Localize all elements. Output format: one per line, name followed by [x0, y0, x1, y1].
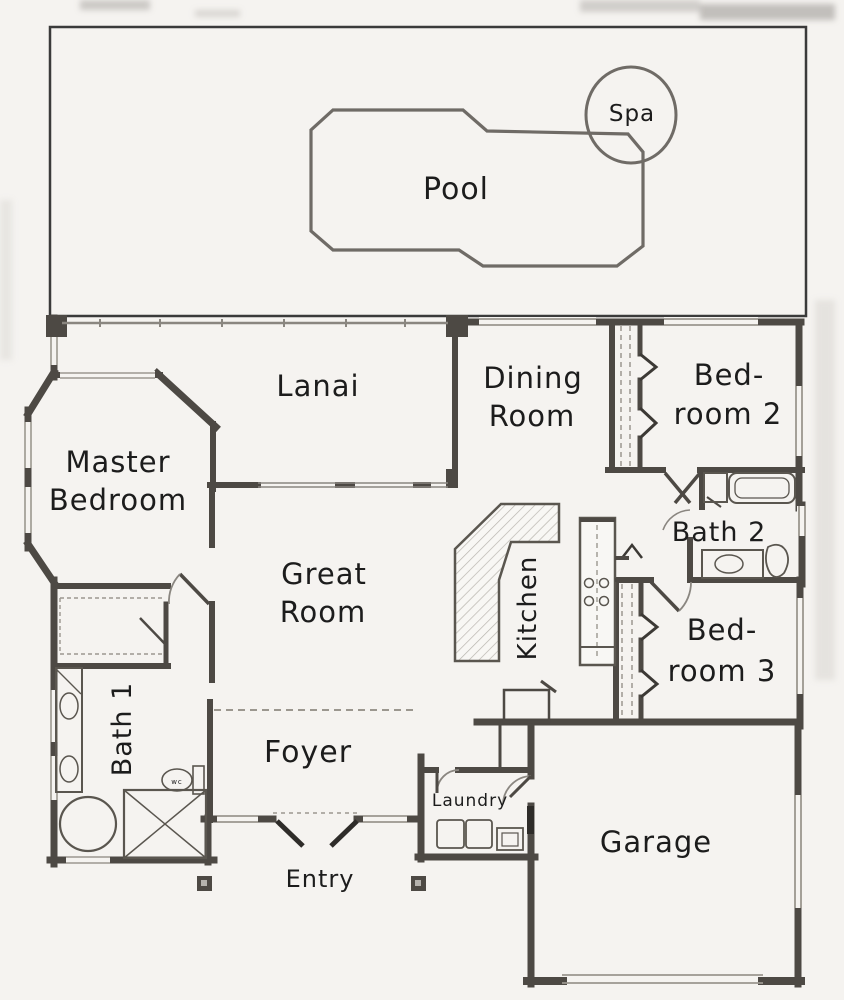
bath1-label: Bath 1: [107, 682, 138, 777]
bedroom3-door-leaf: [649, 580, 681, 613]
window-garage-right: [793, 795, 803, 908]
laundry-label: Laundry: [432, 791, 508, 811]
garage-label: Garage: [600, 825, 712, 859]
doors: [139, 471, 722, 848]
garage-door: [562, 974, 763, 984]
spa-shape: [584, 65, 678, 165]
bath2-fixtures: [701, 472, 796, 579]
window-front-left: [217, 814, 258, 824]
lanai-slider-doors: [258, 482, 448, 488]
kitchen-label: Kitchen: [513, 556, 543, 661]
spa-label: Spa: [609, 101, 655, 127]
paper-smudges: [0, 0, 835, 680]
washer: [436, 819, 465, 849]
bath2-tub: [728, 472, 796, 504]
bath1-vanity: [55, 667, 83, 793]
dryer: [465, 819, 493, 849]
lanai-label: Lanai: [276, 369, 359, 403]
foyer-label: Foyer: [264, 735, 352, 770]
great-room-label-line2: Room: [280, 595, 367, 629]
utility-sink: [496, 827, 524, 851]
bedroom2-label-line1: Bed-: [694, 358, 765, 392]
garage-door-arc: [502, 775, 532, 805]
master-label-line1: Master: [65, 445, 170, 479]
pool-label: Pool: [423, 172, 489, 207]
window-front-right: [363, 814, 407, 824]
bedroom3-label-line2: room 3: [668, 654, 777, 688]
window-bath1-left-2: [49, 756, 59, 800]
master-label-line2: Bedroom: [49, 483, 187, 517]
pantry: [502, 688, 551, 724]
window-bath1-left-1: [49, 690, 59, 742]
entry-door-right: [329, 819, 359, 848]
garage-service-door-leaf: [508, 774, 533, 799]
bedroom3-bifold-2: [640, 668, 660, 699]
bedroom3-label-line1: Bed-: [687, 613, 758, 647]
bedroom2-door-leaf: [663, 471, 692, 505]
master-door-arc: [168, 573, 181, 605]
dashed-lines: [59, 326, 633, 814]
master-door-leaf: [178, 572, 211, 606]
window-dining-top: [479, 317, 596, 327]
kitchen-l-counter: [453, 502, 561, 663]
dining-label-line2: Room: [489, 399, 576, 433]
lanai-screen-wall: [62, 319, 448, 327]
bath2-sink: [714, 554, 744, 574]
porch-posts: [197, 876, 426, 891]
bath2-label: Bath 2: [672, 517, 767, 548]
window-master-bay-1: [23, 422, 33, 468]
bedroom2-label-line2: room 2: [674, 397, 783, 431]
bath2-door-leaf: [673, 471, 702, 505]
bedroom2-bifold-2: [638, 406, 659, 440]
windows: [23, 317, 807, 908]
window-master-lanai: [60, 371, 155, 380]
pool-shape: [309, 108, 645, 268]
bath2-toilet: [765, 543, 789, 578]
window-master-bay-2: [23, 487, 33, 533]
closet-door-leaf: [139, 617, 167, 646]
entry-door-left: [275, 819, 305, 848]
window-bedroom2-top: [664, 317, 758, 327]
window-bedroom3-right: [795, 598, 805, 694]
attic-access-mark: [621, 542, 643, 559]
pool-enclosure: Pool Spa: [48, 25, 808, 318]
great-room-label-line1: Great: [281, 557, 367, 591]
bedroom3-door-arc: [678, 581, 692, 612]
bath2-vanity: [701, 549, 764, 579]
dining-label-line1: Dining: [483, 361, 583, 395]
entry-label: Entry: [286, 865, 355, 893]
bath2-door-arc: [662, 509, 691, 531]
window-bath1-bottom: [66, 855, 110, 865]
bedroom3-bifold-1: [640, 612, 660, 642]
room-labels: Lanai Dining Room Bed- room 2 Master Bed…: [49, 358, 783, 893]
window-master-left-upper: [49, 337, 59, 365]
kitchen-counters: [453, 502, 629, 724]
laundry-fixtures: [436, 819, 524, 851]
window-bedroom2-right: [794, 386, 804, 456]
bath1-sink-2: [59, 755, 79, 783]
bath1-sink-1: [59, 692, 79, 720]
linen-closet: [703, 472, 728, 503]
bath1-tub: [58, 795, 118, 853]
laundry-door-arc: [436, 769, 460, 793]
bedroom2-bifold-1: [639, 352, 659, 382]
toilet-wc-label: wc: [171, 778, 183, 786]
stove-burners: [583, 577, 610, 607]
bifold-doors: [621, 352, 660, 699]
bath1-toilet: [161, 768, 193, 792]
window-bath2-right: [797, 506, 807, 536]
bath1-fixtures: [55, 667, 208, 860]
pool-enclosure-border: [48, 25, 808, 318]
bath1-shower: [122, 788, 208, 860]
pantry-door-leaf: [540, 679, 557, 694]
